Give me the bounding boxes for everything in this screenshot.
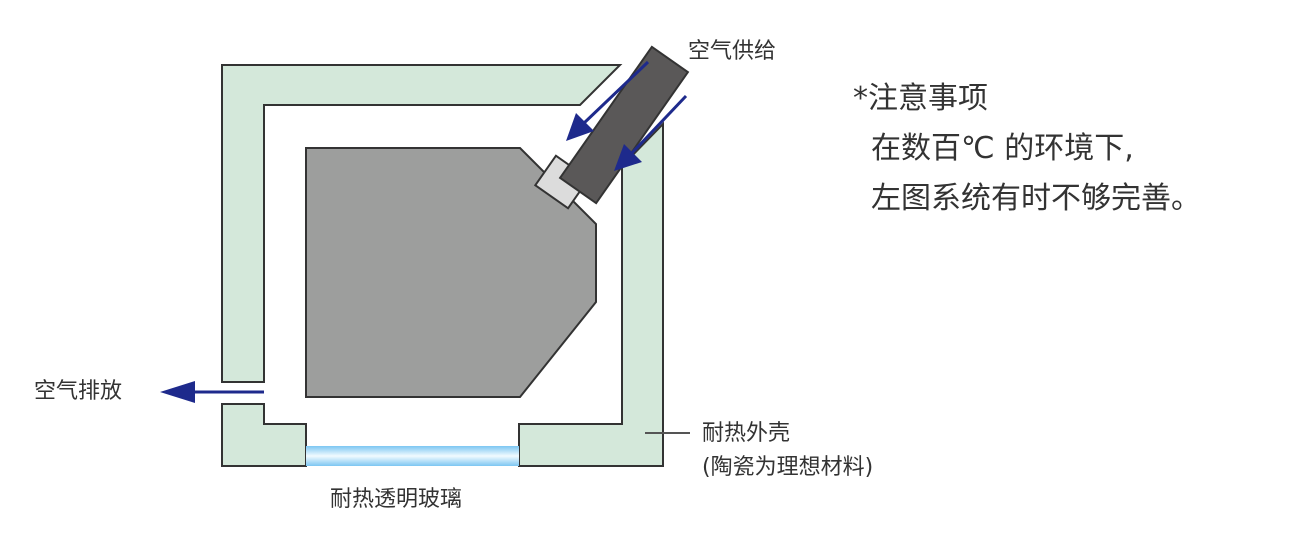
glass-label: 耐热透明玻璃 [330, 487, 463, 512]
housing-upper-left [221, 64, 623, 383]
air-inflow-arrow-right [614, 94, 688, 171]
air-exhaust-arrow [160, 381, 264, 403]
air-supply-label: 空气供给 [688, 39, 777, 64]
housing-lower-left [221, 403, 307, 467]
heat-resistant-glass [306, 446, 519, 466]
camera-body [305, 147, 597, 398]
air-exhaust-label: 空气排放 [34, 379, 123, 404]
air-supply-tube [558, 45, 690, 205]
housing-label: 耐热外壳 [702, 421, 791, 446]
air-inflow-arrow [566, 60, 650, 141]
housing-material-label: (陶瓷为理想材料) [702, 455, 874, 480]
note-line-2: 左图系统有时不够完善。 [871, 181, 1201, 216]
note-block: *注意事项 在数百℃ 的环境下, 左图系统有时不够完善。 [853, 74, 1201, 224]
note-line-1: 在数百℃ 的环境下, [871, 131, 1134, 166]
note-title: *注意事项 [853, 81, 988, 116]
